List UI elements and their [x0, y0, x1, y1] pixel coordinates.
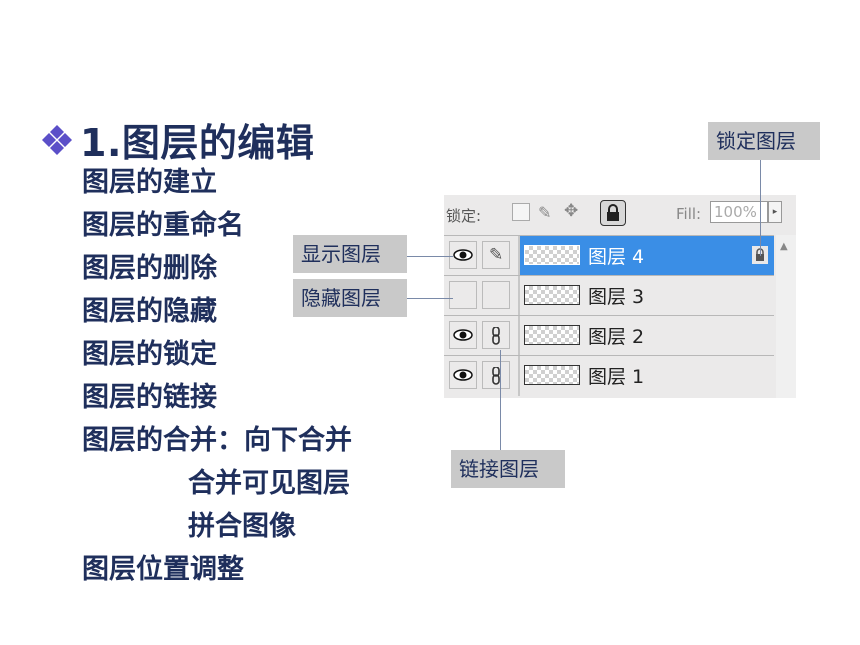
callout-link-layer: 链接图层	[451, 450, 565, 488]
link-toggle[interactable]	[482, 281, 510, 309]
slide-title: 1.图层的编辑	[40, 112, 314, 167]
lock-transparent-icon[interactable]	[512, 203, 530, 221]
four-diamond-icon	[40, 123, 80, 157]
eye-icon	[453, 329, 473, 341]
link-toggle[interactable]	[482, 361, 510, 389]
move-icon[interactable]: ✥	[564, 201, 579, 221]
layer-name: 图层 4	[588, 246, 645, 268]
layer-row[interactable]: 图层 1	[444, 355, 774, 396]
fill-input[interactable]: 100%	[710, 201, 768, 223]
layer-name: 图层 3	[588, 286, 645, 308]
layers-list: ✎ 图层 4 图层 3	[444, 235, 774, 396]
eye-icon	[453, 249, 473, 261]
visibility-toggle[interactable]	[449, 361, 477, 389]
layer-thumbnail	[524, 245, 580, 265]
eye-icon	[453, 369, 473, 381]
layer-name: 图层 1	[588, 366, 645, 388]
layer-row[interactable]: 图层 3	[444, 275, 774, 316]
brush-toggle[interactable]: ✎	[482, 241, 510, 269]
layer-thumbnail	[524, 365, 580, 385]
lock-icon	[607, 204, 619, 221]
visibility-toggle[interactable]	[449, 241, 477, 269]
callout-lock-layer: 锁定图层	[708, 122, 820, 160]
leader-line	[407, 298, 453, 299]
list-item: 图层的建立	[82, 167, 217, 198]
fill-label: Fill:	[676, 205, 702, 223]
chain-link-icon	[492, 367, 500, 385]
layer-row[interactable]: 图层 2	[444, 315, 774, 356]
callout-show-layer: 显示图层	[293, 235, 407, 273]
list-item: 图层的锁定	[82, 339, 217, 370]
leader-line	[407, 256, 453, 257]
link-toggle[interactable]	[482, 321, 510, 349]
scroll-up-arrow-icon[interactable]: ▲	[780, 241, 788, 252]
scrollbar[interactable]: ▲	[776, 235, 796, 398]
list-item: 图层的删除	[82, 253, 217, 284]
leader-line	[760, 160, 761, 256]
callout-hide-layer: 隐藏图层	[293, 279, 407, 317]
title-text: 1.图层的编辑	[80, 121, 315, 165]
list-item: 图层的合并：向下合并	[82, 425, 352, 456]
layer-thumbnail	[524, 325, 580, 345]
layer-name: 图层 2	[588, 326, 645, 348]
fill-arrow-button[interactable]: ▸	[768, 201, 782, 223]
layer-thumbnail	[524, 285, 580, 305]
list-item: 图层的重命名	[82, 210, 244, 241]
visibility-toggle[interactable]	[449, 281, 477, 309]
list-item: 图层的链接	[82, 382, 217, 413]
bullet-list: 图层的建立 图层的重命名 图层的删除 图层的隐藏 图层的锁定 图层的链接 图层的…	[82, 166, 352, 596]
layers-panel: 锁定: ✎ ✥ Fill: 100% ▸	[444, 195, 796, 398]
list-item: 图层的隐藏	[82, 296, 217, 327]
list-item: 图层位置调整	[82, 554, 244, 585]
layer-row[interactable]: ✎ 图层 4	[444, 235, 774, 276]
lock-all-button[interactable]	[600, 200, 626, 226]
list-item: 合并可见图层	[188, 468, 350, 499]
lock-label: 锁定:	[446, 207, 482, 225]
chain-link-icon	[492, 327, 500, 345]
list-item: 拼合图像	[188, 511, 296, 542]
visibility-toggle[interactable]	[449, 321, 477, 349]
brush-icon[interactable]: ✎	[538, 203, 552, 222]
leader-line	[500, 350, 501, 450]
brush-icon: ✎	[489, 245, 504, 265]
lock-toolbar: 锁定: ✎ ✥ Fill: 100% ▸	[444, 195, 796, 233]
